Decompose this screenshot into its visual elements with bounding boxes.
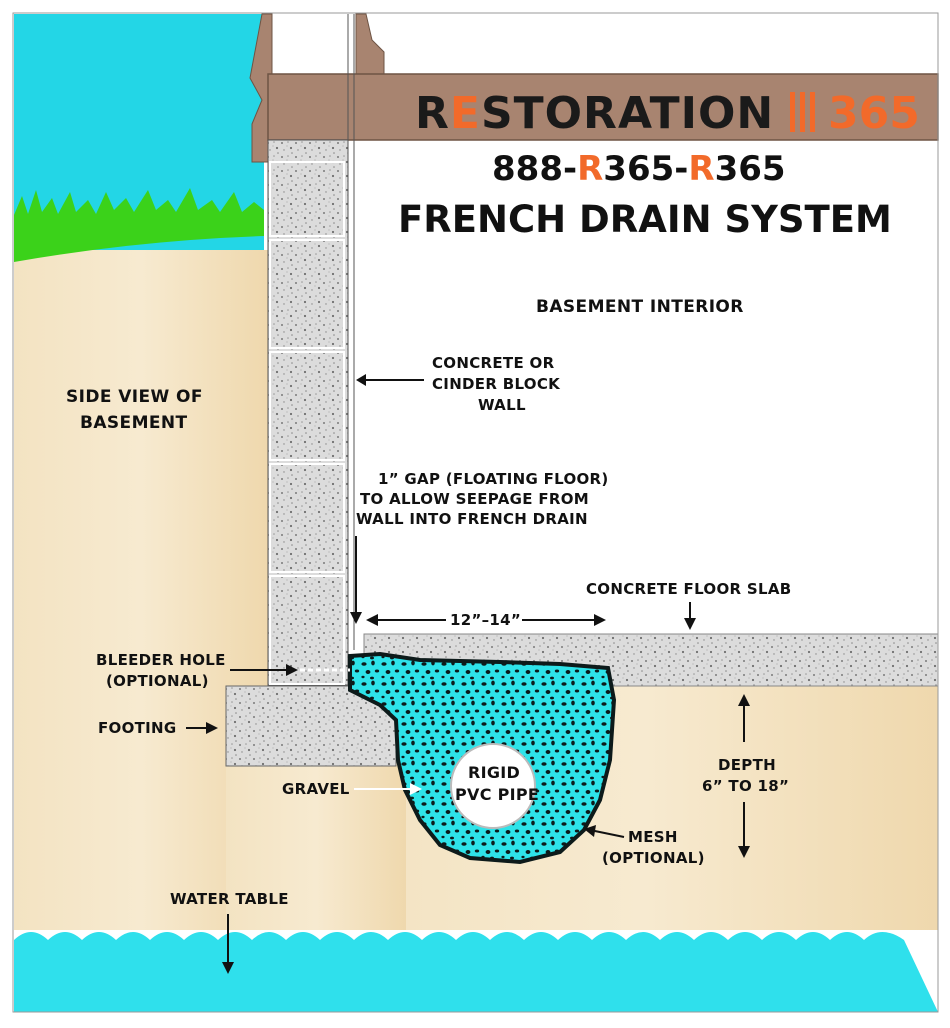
label-pipe-1: RIGID (468, 763, 520, 782)
label-mesh-2: (OPTIONAL) (602, 849, 705, 867)
slab-arrow-head (684, 618, 696, 630)
soil-under-footing (226, 765, 406, 930)
gap-arrow-head (350, 612, 362, 624)
label-bleeder-2: (OPTIONAL) (106, 672, 209, 690)
width-arrow-head-left (366, 614, 378, 626)
label-pipe-2: PVC PIPE (455, 785, 539, 804)
brand-bar-3 (810, 92, 815, 132)
label-bleeder-1: BLEEDER HOLE (96, 651, 226, 669)
water-table (14, 932, 938, 1012)
footing-arrow-head (206, 722, 218, 734)
width-arrow-head-right (594, 614, 606, 626)
depth-arrow-head-bottom (738, 846, 750, 858)
label-floor-slab: CONCRETE FLOOR SLAB (586, 580, 791, 598)
width-label-bg (446, 608, 522, 630)
brand-number: 365 (828, 88, 920, 139)
grass (14, 188, 264, 262)
bleeder-arrow-head (286, 664, 298, 676)
label-side-view-1: SIDE VIEW OF (66, 387, 203, 407)
block-4 (269, 463, 345, 573)
label-basement-interior: BASEMENT INTERIOR (536, 297, 744, 317)
pvc-pipe (450, 743, 536, 829)
brand-bar-2 (800, 92, 805, 132)
water-arrow-head (222, 962, 234, 974)
label-footing: FOOTING (98, 719, 177, 737)
block-2 (269, 239, 345, 349)
label-width: 12”–14” (450, 611, 521, 629)
mesh-arrow-head (584, 825, 596, 837)
wall-arrow-head (356, 374, 366, 386)
label-depth-2: 6” TO 18” (702, 777, 789, 795)
frame (12, 12, 939, 1013)
label-depth-1: DEPTH (718, 756, 776, 774)
depth-arrow-head-top (738, 694, 750, 706)
label-gravel: GRAVEL (282, 780, 350, 798)
brand-name: RESTORATION (415, 88, 774, 139)
label-wall-2: CINDER BLOCK (432, 375, 561, 393)
brand-header: RESTORATION 365 888-R365-R365 FRENCH DRA… (398, 88, 920, 241)
diagram-title: FRENCH DRAIN SYSTEM (398, 198, 892, 241)
brand-bar-1 (790, 92, 795, 132)
soil-left (14, 250, 268, 930)
label-mesh-1: MESH (628, 828, 678, 846)
block-5 (269, 575, 345, 685)
sill-plate (249, 13, 273, 163)
label-water-table: WATER TABLE (170, 890, 289, 908)
phone-number: 888-R365-R365 (492, 149, 786, 189)
label-wall-3: WALL (478, 396, 526, 414)
label-gap-3: WALL INTO FRENCH DRAIN (356, 510, 588, 528)
label-side-view-2: BASEMENT (80, 413, 188, 433)
label-gap-1: 1” GAP (FLOATING FLOOR) (378, 470, 609, 488)
sill-trim (355, 13, 385, 75)
block-3 (269, 351, 345, 461)
label-wall-1: CONCRETE OR (432, 354, 555, 372)
label-gap-2: TO ALLOW SEEPAGE FROM (360, 490, 589, 508)
block-1 (269, 161, 345, 237)
gravel-arrow-head (410, 783, 422, 795)
mesh-arrow (589, 829, 625, 838)
floor-joist (267, 73, 939, 141)
